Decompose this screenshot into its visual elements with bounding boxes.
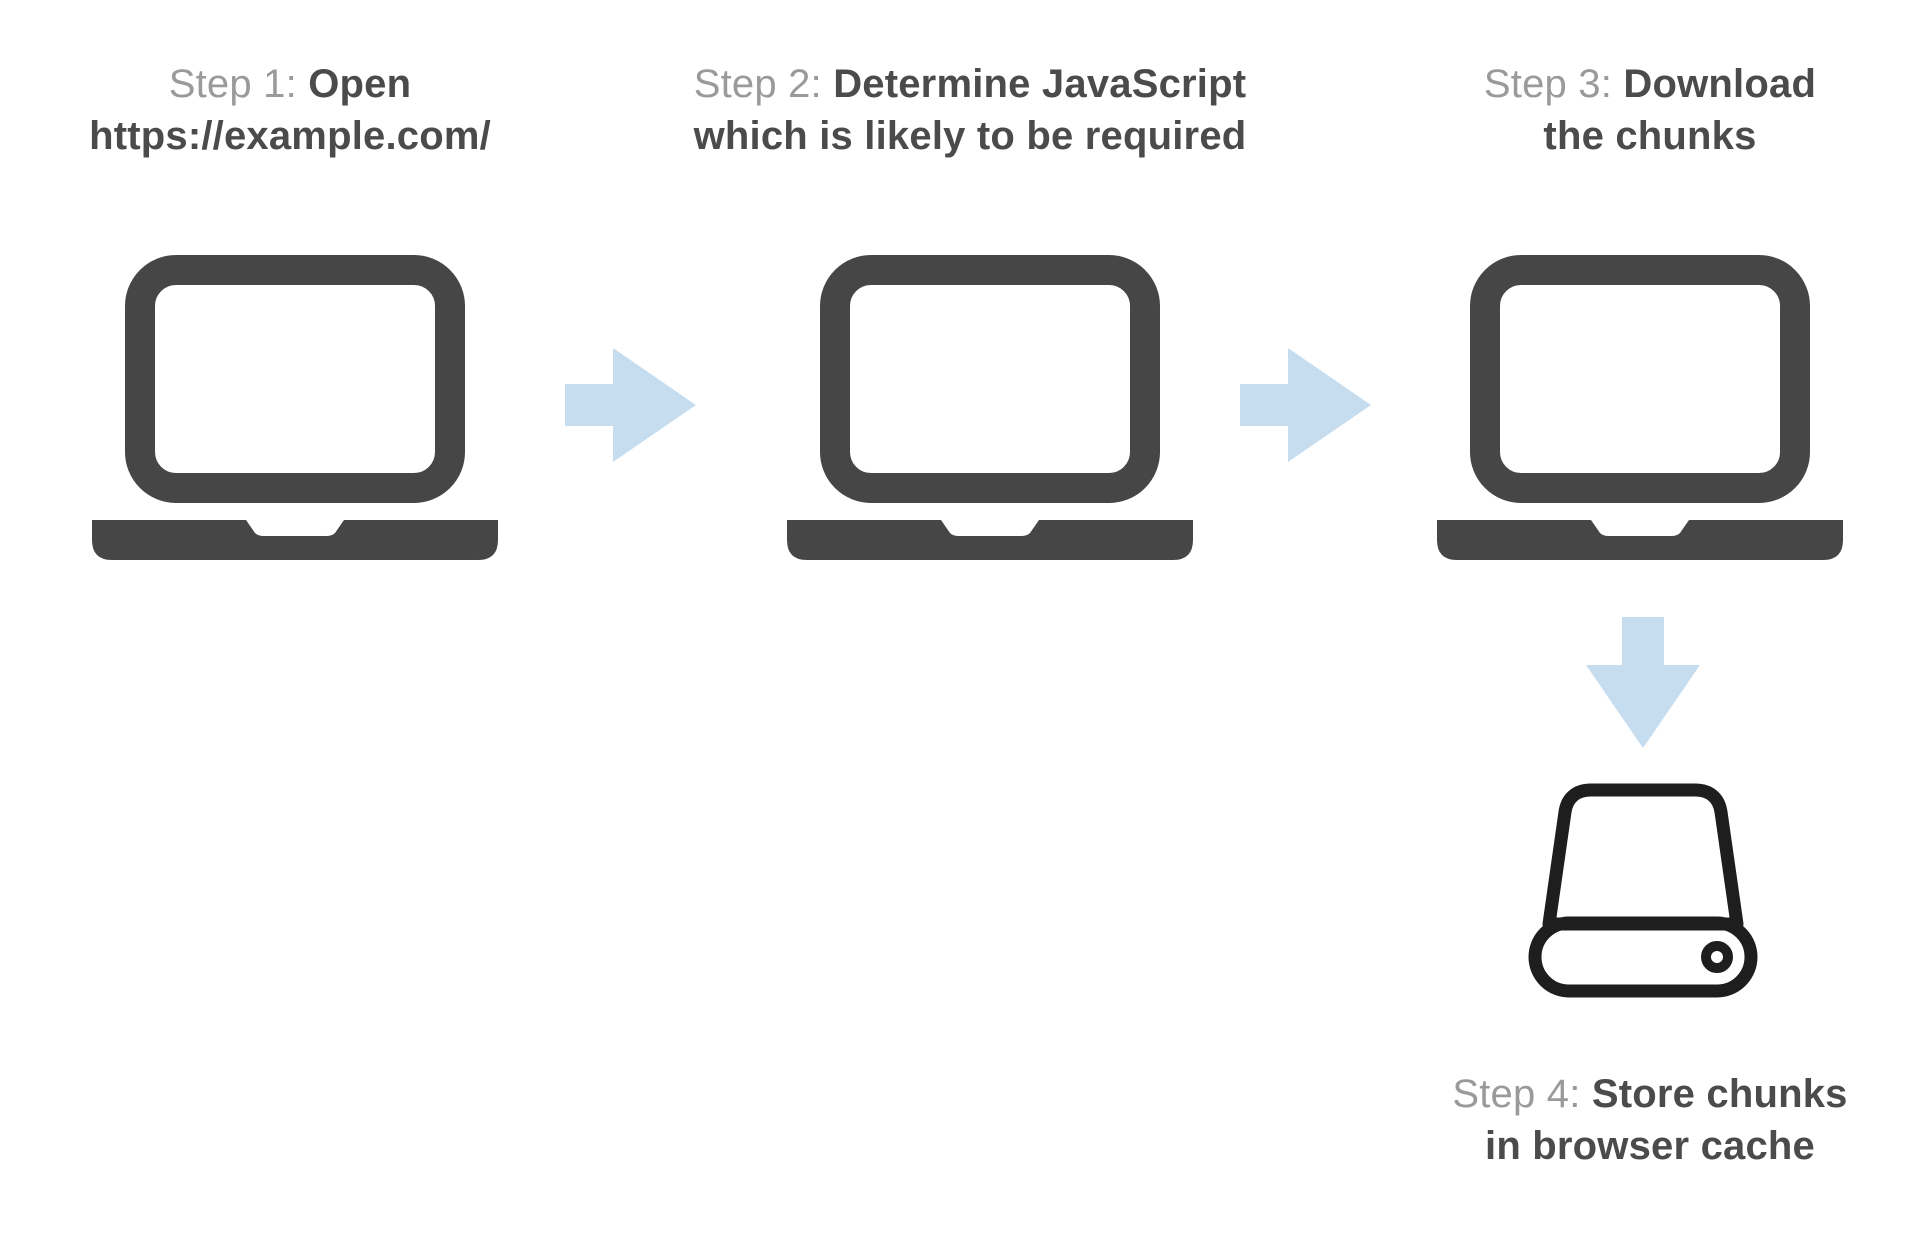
step-4-label: Step 4: Store chunks in browser cache <box>1450 1068 1850 1172</box>
step-1-label: Step 1: Open https://example.com/ <box>60 58 520 162</box>
arrow-down-icon <box>1586 617 1700 748</box>
laptop-icon-step-3 <box>1437 255 1843 560</box>
step-2-action: Determine JavaScript which is likely to … <box>693 62 1247 158</box>
laptop-icon-step-2 <box>787 255 1193 560</box>
arrow-right-icon-1 <box>565 348 696 462</box>
step-3-label: Step 3: Download the chunks <box>1420 58 1880 162</box>
step-4-prefix: Step 4: <box>1452 1072 1592 1116</box>
step-2-label: Step 2: Determine JavaScript which is li… <box>670 58 1270 162</box>
step-1-action: Open https://example.com/ <box>89 62 491 158</box>
step-3-prefix: Step 3: <box>1483 62 1624 106</box>
hard-drive-icon <box>1528 783 1758 998</box>
step-2-prefix: Step 2: <box>693 62 834 106</box>
step-3-action: Download the chunks <box>1543 62 1817 158</box>
step-4-action: Store chunks in browser cache <box>1485 1072 1848 1168</box>
arrow-right-icon-2 <box>1240 348 1371 462</box>
laptop-icon-step-1 <box>92 255 498 560</box>
step-1-prefix: Step 1: <box>168 62 309 106</box>
